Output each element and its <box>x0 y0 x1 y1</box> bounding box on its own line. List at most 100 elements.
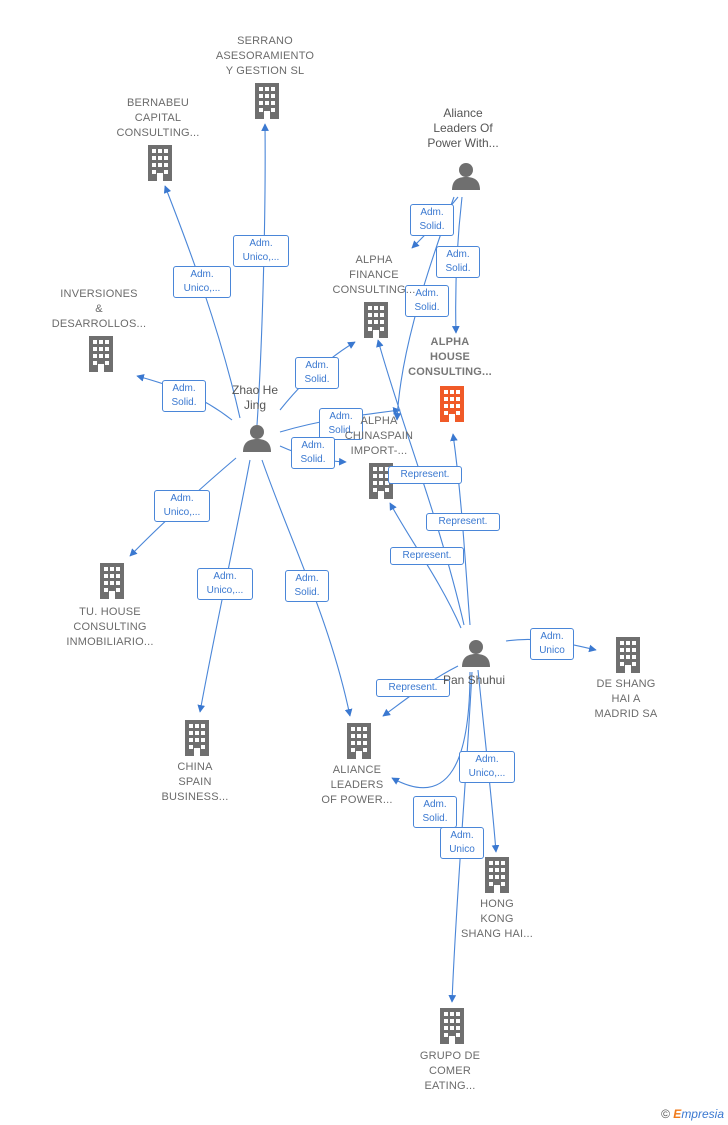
person-icon-aliance-person[interactable] <box>452 163 480 190</box>
edge-label-line: Solid. <box>445 263 471 274</box>
edge-label-e1[interactable]: Adm. Unico,... <box>233 235 289 267</box>
edge-label-e9[interactable]: Adm. Solid. <box>285 570 329 602</box>
building-icon-china-spain[interactable] <box>185 720 209 756</box>
edge-line-e1 <box>256 123 269 426</box>
company-label-line: ALPHA <box>355 254 393 266</box>
edge-label-line: Adm. <box>295 573 319 584</box>
edge-label-e13[interactable]: Represent. <box>388 466 462 484</box>
company-label-line: DE SHANG <box>596 678 656 690</box>
building-icon-alpha-finance[interactable] <box>364 302 388 338</box>
edge-label-e8[interactable]: Adm.Unico,... <box>197 568 253 600</box>
company-label-line: SHANG HAI... <box>460 928 534 940</box>
edge-label-e3[interactable]: Adm. Solid. <box>162 380 206 412</box>
company-label-hong-kong[interactable]: HONG KONG SHANG HAI... <box>432 897 562 942</box>
edge-label-line: Represent. <box>400 469 450 480</box>
copyright-icon: © <box>661 1107 670 1121</box>
building-icon-de-shang-hai[interactable] <box>616 637 640 673</box>
edge-label-e15[interactable]: Represent. <box>390 547 464 565</box>
building-icon-grupo-de-comer[interactable] <box>440 1008 464 1044</box>
edge-label-line: Solid. <box>294 587 320 598</box>
company-label-grupo-de-comer[interactable]: GRUPO DE COMER EATING... <box>385 1049 515 1094</box>
company-label-line: INVERSIONES <box>60 288 138 300</box>
edge-label-line: Solid. <box>300 454 326 465</box>
company-label-alpha-finance[interactable]: ALPHA FINANCE CONSULTING... <box>309 253 439 298</box>
edge-label-line: Solid. <box>422 813 448 824</box>
company-label-inversiones[interactable]: INVERSIONES&DESARROLLOS... <box>34 287 164 332</box>
edge-label-line: Adm. <box>190 269 214 280</box>
edge-label-e19[interactable]: Adm.Solid. <box>413 796 457 828</box>
person-icon-pan[interactable] <box>462 640 490 667</box>
edge-label-line: Unico,... <box>242 252 280 263</box>
edge-label-line: Adm. <box>450 830 474 841</box>
company-label-line: GRUPO DE <box>419 1050 481 1062</box>
company-label-line: BUSINESS... <box>161 791 229 803</box>
edge-label-line: Represent. <box>388 682 438 693</box>
company-label-line: CHINA <box>177 761 213 773</box>
company-label-line: HONG <box>480 898 514 910</box>
edge-label-line: Solid. <box>328 425 354 436</box>
company-label-line: HOUSE <box>429 351 471 363</box>
company-label-china-spain[interactable]: CHINA SPAIN BUSINESS... <box>130 760 260 805</box>
building-icon-hong-kong[interactable] <box>485 857 509 893</box>
edge-label-line: Adm. <box>172 383 196 394</box>
person-label-pan[interactable]: Pan Shuhui <box>419 673 529 688</box>
company-label-line: FINANCE <box>349 269 399 281</box>
edge-label-e14[interactable]: Represent. <box>426 513 500 531</box>
edge-label-line: Represent. <box>402 550 452 561</box>
edge-label-e20[interactable]: Adm.Unico <box>440 827 484 859</box>
edge-label-line: Adm. <box>415 288 439 299</box>
edge-label-line: Solid. <box>414 302 440 313</box>
person-icon-zhao[interactable] <box>243 425 271 452</box>
edge-label-line: Adm. <box>249 238 273 249</box>
edge-label-e7[interactable]: Adm.Unico,... <box>154 490 210 522</box>
building-icon-inversiones[interactable] <box>89 336 113 372</box>
building-icon-bernabeu[interactable] <box>148 145 172 181</box>
edge-label-e16[interactable]: Adm.Unico <box>530 628 574 660</box>
company-label-line: SPAIN <box>178 776 212 788</box>
person-label-line: Pan Shuhui <box>442 673 506 687</box>
company-label-line: & <box>95 303 103 315</box>
edge-label-e11[interactable]: Adm.Solid. <box>436 246 480 278</box>
company-label-line: CAPITAL <box>134 112 182 124</box>
company-label-line: COMER <box>429 1065 471 1077</box>
building-icon-aliance-leaders[interactable] <box>347 723 371 759</box>
company-label-line: CONSULTING... <box>116 127 200 139</box>
company-label-line: Y GESTION SL <box>225 65 305 77</box>
edge-label-line: Adm. <box>301 440 325 451</box>
edge-label-line: Adm. <box>420 207 444 218</box>
edge-label-e10[interactable]: Adm.Solid. <box>410 204 454 236</box>
company-label-line: CONSULTING... <box>332 284 416 296</box>
company-label-line: INMOBILIARIO... <box>66 636 154 648</box>
company-label-line: OF POWER... <box>321 794 393 806</box>
edge-label-e18[interactable]: Adm.Unico,... <box>459 751 515 783</box>
edge-label-e6[interactable]: Adm. Solid. <box>291 437 335 469</box>
edge-label-e17[interactable]: Represent. <box>376 679 450 697</box>
edge-label-line: Unico,... <box>468 768 506 779</box>
edge-label-line: Unico <box>539 645 565 656</box>
company-label-line: KONG <box>480 913 514 925</box>
edge-label-e12[interactable]: Adm. Solid. <box>405 285 449 317</box>
company-label-line: ALIANCE <box>332 764 382 776</box>
company-label-line: ASESORAMIENTO <box>215 50 315 62</box>
edge-label-line: Solid. <box>171 397 197 408</box>
company-label-line: IMPORT-... <box>350 445 408 457</box>
edge-label-e5[interactable]: Adm.Solid. <box>319 408 363 440</box>
edge-label-e4[interactable]: Adm.Solid. <box>295 357 339 389</box>
brand-logo-e: E <box>673 1107 682 1121</box>
edge-label-e2[interactable]: Adm.Unico,... <box>173 266 231 298</box>
building-icon-tu-house[interactable] <box>100 563 124 599</box>
building-icon-serrano[interactable] <box>255 83 279 119</box>
company-label-line: EATING... <box>424 1080 476 1092</box>
company-label-line: HAI A <box>611 693 641 705</box>
edge-label-line: Adm. <box>213 571 237 582</box>
